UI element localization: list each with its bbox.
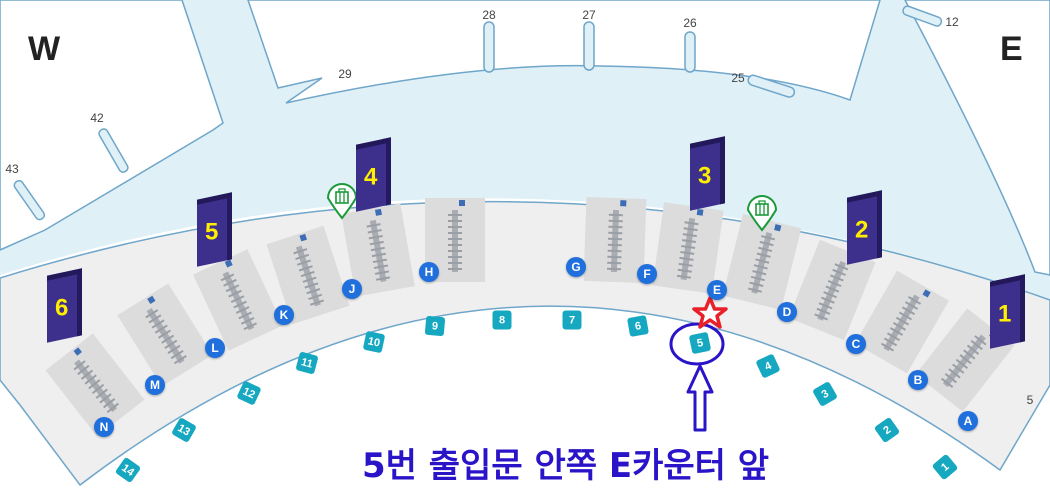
compass-east: E xyxy=(1000,30,1023,68)
zone-number: 1 xyxy=(998,300,1012,328)
check-in-counter-badge[interactable]: M xyxy=(145,375,165,395)
pier-arms xyxy=(13,5,943,221)
gate-number: 42 xyxy=(90,111,104,125)
gate-number: 12 xyxy=(945,15,959,29)
zone-tower: 5 xyxy=(197,192,232,267)
east-apron xyxy=(904,0,1050,276)
gate-number: 5 xyxy=(1026,393,1034,407)
check-in-counter-badge[interactable]: K xyxy=(274,305,294,325)
highlight-circle xyxy=(669,322,725,366)
counter-island xyxy=(266,225,350,325)
red-star-icon xyxy=(692,296,728,329)
check-in-counter-badge[interactable]: G xyxy=(566,257,586,277)
counter-island xyxy=(652,202,724,294)
entrance-badge[interactable]: 6 xyxy=(626,314,650,338)
entrance-badge[interactable]: 9 xyxy=(424,315,446,337)
zone-number: 4 xyxy=(364,163,378,191)
check-in-counter-badge[interactable]: C xyxy=(846,334,866,354)
check-in-counter-badge[interactable]: J xyxy=(342,279,362,299)
counter-island xyxy=(915,308,1015,412)
zone-number: 6 xyxy=(55,294,69,322)
gate-number: 26 xyxy=(683,16,697,30)
annotation-caption: 5번 출입문 안쪽 E카운터 앞 xyxy=(362,446,770,486)
check-in-counter-badge[interactable]: A xyxy=(958,411,978,431)
counter-island xyxy=(855,270,949,374)
gate-number: 43 xyxy=(5,162,19,176)
zone-tower: 1 xyxy=(990,274,1025,349)
zone-tower: 6 xyxy=(47,268,82,343)
counter-islands xyxy=(45,196,1015,437)
zone-tower: 2 xyxy=(847,190,882,265)
entrance-badge[interactable]: 8 xyxy=(492,310,512,330)
check-in-counter-badge[interactable]: F xyxy=(637,264,657,284)
compass-west: W xyxy=(28,30,61,68)
check-in-counter-badge[interactable]: H xyxy=(419,262,439,282)
entrance-badge[interactable]: 10 xyxy=(362,330,386,354)
entrance-badge[interactable]: 5 xyxy=(688,331,712,355)
check-in-counter-badge[interactable]: D xyxy=(777,302,797,322)
entrance-badge[interactable]: 7 xyxy=(562,310,582,330)
counter-island xyxy=(45,333,145,437)
zone-number: 3 xyxy=(698,162,712,190)
counter-island xyxy=(722,213,802,311)
zone-number: 2 xyxy=(855,216,869,244)
arrow-up-icon xyxy=(686,364,714,432)
west-apron xyxy=(0,0,224,251)
luggage-pin-icon xyxy=(746,195,778,232)
check-in-counter-badge[interactable]: L xyxy=(205,338,225,358)
luggage-pin-icon xyxy=(326,183,358,220)
zone-tower: 4 xyxy=(356,137,391,212)
zone-number: 5 xyxy=(205,218,219,246)
gate-number: 28 xyxy=(482,8,496,22)
zone-tower: 3 xyxy=(690,136,725,211)
counter-island xyxy=(583,196,647,284)
check-in-counter-badge[interactable]: E xyxy=(707,280,727,300)
gate-number: 25 xyxy=(731,71,745,85)
gate-number: 27 xyxy=(582,8,596,22)
counter-island xyxy=(341,203,415,297)
counter-island xyxy=(117,283,213,387)
gate-number: 29 xyxy=(338,67,352,81)
counter-island xyxy=(788,239,876,341)
check-in-counter-badge[interactable]: N xyxy=(94,417,114,437)
check-in-counter-badge[interactable]: B xyxy=(908,370,928,390)
counter-island xyxy=(193,249,283,351)
